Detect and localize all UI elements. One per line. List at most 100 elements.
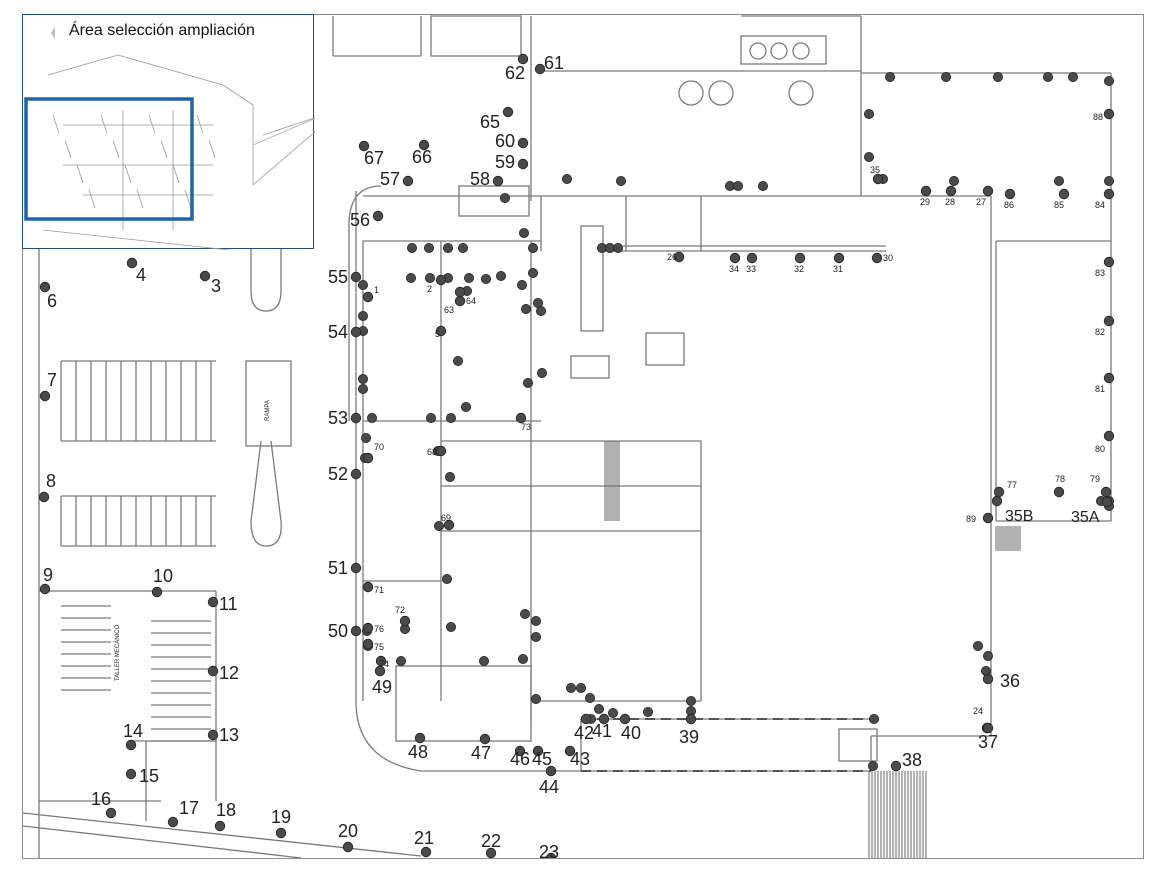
survey-marker [435, 325, 447, 337]
marker-label: 11 [219, 594, 238, 614]
survey-marker [608, 708, 619, 719]
survey-marker [729, 252, 741, 264]
survey-marker [480, 273, 491, 284]
marker-label: 84 [1095, 200, 1105, 210]
marker-label: 78 [1055, 474, 1065, 484]
marker-label: 40 [621, 723, 641, 743]
survey-marker [517, 53, 529, 65]
survey-marker [350, 468, 362, 480]
survey-marker [126, 257, 138, 269]
marker-label: 66 [412, 147, 432, 167]
survey-marker [463, 272, 474, 283]
survey-marker [350, 271, 362, 283]
marker-label: 61 [544, 53, 564, 73]
survey-marker [537, 367, 548, 378]
workshop-label: TALLER MECÁNICO [114, 624, 121, 681]
survey-marker [580, 713, 592, 725]
marker-label: 50 [328, 621, 348, 641]
survey-marker [442, 242, 453, 253]
survey-marker [402, 175, 414, 187]
survey-marker [1103, 188, 1115, 200]
survey-marker [357, 310, 368, 321]
survey-marker [424, 272, 435, 283]
marker-label: 18 [216, 800, 236, 820]
survey-marker [478, 656, 489, 667]
marker-label: 26 [667, 252, 677, 262]
marker-label: 16 [91, 789, 111, 809]
marker-label: 8 [46, 471, 56, 491]
survey-marker [531, 616, 542, 627]
marker-label: 73 [521, 422, 531, 432]
marker-label: 15 [139, 766, 159, 786]
survey-marker [275, 827, 287, 839]
survey-marker [523, 377, 534, 388]
survey-marker [528, 267, 539, 278]
survey-marker [39, 583, 51, 595]
marker-label: 23 [539, 842, 559, 858]
survey-marker [425, 412, 436, 423]
survey-marker [945, 185, 957, 197]
marker-label: 75 [374, 642, 384, 652]
survey-marker [1103, 430, 1115, 442]
survey-marker [1053, 486, 1065, 498]
survey-marker [982, 185, 994, 197]
survey-marker [1100, 486, 1112, 498]
survey-marker [519, 227, 530, 238]
survey-marker [1104, 76, 1115, 87]
survey-marker [362, 638, 374, 650]
inset-title: Área selección ampliación [69, 22, 255, 39]
survey-marker [372, 210, 384, 222]
survey-marker [1103, 256, 1115, 268]
marker-label: 37 [978, 732, 998, 752]
survey-marker [531, 632, 542, 643]
survey-marker [207, 596, 219, 608]
survey-marker [576, 683, 587, 694]
marker-label: 45 [532, 749, 552, 769]
survey-marker [1058, 188, 1070, 200]
marker-label: 60 [495, 131, 515, 151]
survey-marker [454, 286, 466, 298]
marker-label: 13 [219, 725, 239, 745]
inset-selection-box [24, 97, 194, 221]
marker-label: 12 [219, 663, 239, 683]
survey-marker [746, 252, 758, 264]
marker-label: 30 [883, 253, 893, 263]
marker-label: 19 [271, 807, 291, 827]
marker-label: 80 [1095, 444, 1105, 454]
marker-label: 35B [1005, 508, 1033, 525]
overview-inset[interactable]: Área selección ampliación [22, 14, 315, 250]
survey-marker [941, 72, 952, 83]
marker-label: 29 [920, 197, 930, 207]
survey-marker [532, 745, 544, 757]
survey-marker [868, 761, 879, 772]
survey-marker [362, 452, 374, 464]
marker-label: 89 [966, 514, 976, 524]
marker-label: 5 [435, 329, 440, 339]
marker-label: 47 [471, 743, 491, 763]
survey-marker [517, 137, 529, 149]
survey-marker [833, 252, 845, 264]
marker-label: 69 [441, 513, 451, 523]
survey-marker [441, 574, 452, 585]
survey-marker [685, 713, 697, 725]
survey-marker [517, 279, 528, 290]
survey-marker [457, 242, 468, 253]
survey-marker [405, 272, 416, 283]
survey-marker [949, 175, 960, 186]
marker-label: 9 [43, 565, 53, 585]
marker-label: 77 [1007, 480, 1017, 490]
survey-marker [533, 297, 544, 308]
marker-label: 86 [1004, 200, 1014, 210]
survey-marker [423, 242, 434, 253]
survey-marker [983, 651, 994, 662]
marker-label: 7 [47, 370, 57, 390]
survey-marker [515, 412, 527, 424]
survey-marker [521, 303, 532, 314]
survey-marker [357, 279, 368, 290]
marker-label: 55 [328, 267, 348, 287]
survey-marker [1054, 175, 1065, 186]
survey-marker [105, 807, 117, 819]
survey-marker [357, 373, 368, 384]
